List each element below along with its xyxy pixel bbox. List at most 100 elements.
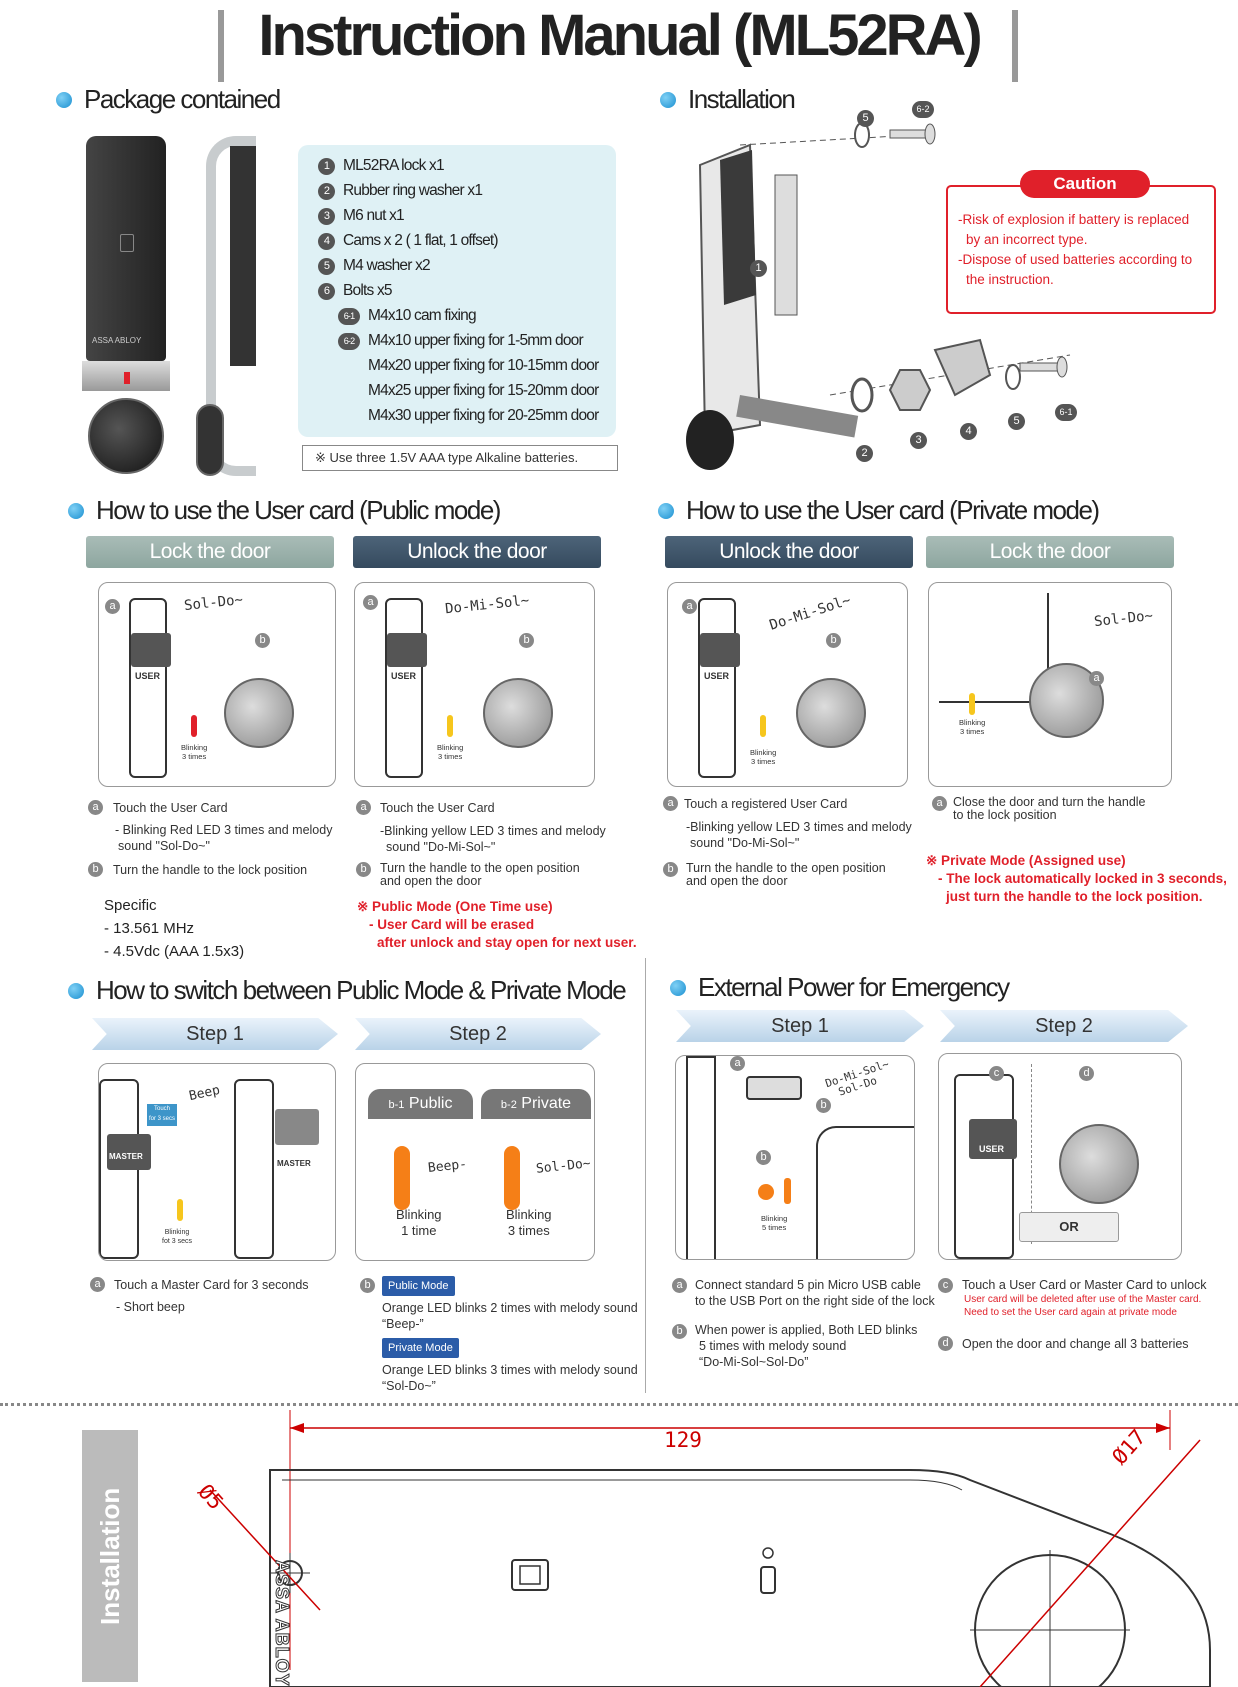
template-brand: ASSA ABLOY xyxy=(272,1560,293,1687)
section-package-label: Package contained xyxy=(84,84,281,114)
caution-line: by an incorrect type. xyxy=(966,232,1088,247)
priv-letter-b: b xyxy=(663,862,678,877)
ext-step2: Step 2 xyxy=(940,1010,1188,1042)
lock-front-image: ASSA ABLOY xyxy=(82,136,170,476)
ext-step2-panel: USER OR c d xyxy=(938,1053,1182,1260)
title-bar-left xyxy=(218,10,224,82)
item-text: ML52RA lock x1 xyxy=(343,157,445,174)
user-card-label: USER xyxy=(135,671,161,681)
package-list: 1 ML52RA lock x1 2 Rubber ring washer x1 3… xyxy=(318,153,599,428)
caution-line: the instruction. xyxy=(966,272,1054,287)
bullet-icon xyxy=(68,502,84,519)
title-bar-right xyxy=(1012,10,1018,82)
switch-step2: Step 2 xyxy=(355,1018,601,1050)
install-label-1: 1 xyxy=(750,260,767,277)
beep-label: Beep xyxy=(187,1082,222,1105)
ext-step-d: Open the door and change all 3 batteries xyxy=(962,1337,1189,1351)
ext-step1: Step 1 xyxy=(676,1010,924,1042)
step-letter-a: a xyxy=(363,595,378,610)
ext-letter-c: c xyxy=(938,1278,953,1293)
step-letter-a: a xyxy=(730,1056,745,1071)
install-label-5a: 5 xyxy=(1008,413,1025,430)
bolt-item: M4x30 upper fixing for 20-25mm door xyxy=(318,403,599,428)
pub-unlock-step-a: Touch the User Card -Blinking yellow LED… xyxy=(380,801,606,854)
install-label-3: 3 xyxy=(910,432,927,449)
bolt-item: M4x25 upper fixing for 15-20mm door xyxy=(318,378,599,403)
melody-label: Sol-Do~ xyxy=(183,591,244,615)
banner-unlock-private: Unlock the door xyxy=(665,536,913,568)
section-external: External Power for Emergency xyxy=(670,972,1010,1003)
bolt-item: M4x20 upper fixing for 10-15mm door xyxy=(318,353,599,378)
bullet-icon xyxy=(660,91,676,108)
pub-lock-step-b: Turn the handle to the lock position xyxy=(113,863,308,877)
banner-lock-private: Lock the door xyxy=(926,536,1174,568)
pub-letter-a: a xyxy=(88,800,103,815)
step-letter-d: d xyxy=(1079,1066,1094,1081)
item-number: 3 xyxy=(318,208,335,225)
item-number: 1 xyxy=(318,158,335,175)
private-mode-pill: Private Mode xyxy=(382,1338,459,1358)
section-switch-label: How to switch between Public Mode & Priv… xyxy=(96,975,627,1005)
priv-letter-a: a xyxy=(663,796,678,811)
switch-letter-a: a xyxy=(90,1277,105,1292)
caution-line: -Dispose of used batteries according to xyxy=(958,252,1193,267)
public-mode-header: b-1 Public mode xyxy=(368,1089,473,1143)
priv-lock-letter-a: a xyxy=(932,796,947,811)
section-switch: How to switch between Public Mode & Priv… xyxy=(68,975,627,1006)
install-label-4: 4 xyxy=(960,423,977,440)
item-text: M4x10 cam fixing xyxy=(368,307,477,324)
melody-label: Sol-Do~ xyxy=(1093,607,1154,631)
bullet-icon xyxy=(56,91,72,108)
user-card-label: USER xyxy=(391,671,417,681)
ext-letter-a: a xyxy=(672,1278,687,1293)
step-letter-a: a xyxy=(682,599,697,614)
master-card-label: MASTER xyxy=(277,1159,311,1168)
install-label-5b: 5 xyxy=(857,110,874,127)
priv-unlock-step-a: Touch a registered User Card -Blinking y… xyxy=(684,797,912,850)
section-installation: Installation xyxy=(660,84,796,115)
lock-side-image xyxy=(196,136,260,476)
item-number: 2 xyxy=(318,183,335,200)
item-text: M4x20 upper fixing for 10-15mm door xyxy=(368,357,599,374)
step-letter-b: b xyxy=(756,1150,771,1165)
package-item: 3 M6 nut x1 xyxy=(318,203,598,228)
dimension-129: 129 xyxy=(664,1428,702,1452)
caution-text: -Risk of explosion if battery is replace… xyxy=(958,210,1192,290)
pub-unlock-letter-b: b xyxy=(356,862,371,877)
installation-diagram xyxy=(686,122,1071,470)
section-public-label: How to use the User card (Public mode) xyxy=(96,495,501,525)
caution-line: -Risk of explosion if battery is replace… xyxy=(958,212,1190,227)
switch-step1: Step 1 xyxy=(92,1018,338,1050)
item-text: M4x30 upper fixing for 20-25mm door xyxy=(368,407,599,424)
item-number: 4 xyxy=(318,233,335,250)
item-number: 5 xyxy=(318,258,335,275)
item-text: Rubber ring washer x1 xyxy=(343,182,483,199)
ext-letter-d: d xyxy=(938,1336,953,1351)
item-text: M6 nut x1 xyxy=(343,207,405,224)
pub-letter-b: b xyxy=(88,862,103,877)
step-letter-b: b xyxy=(255,633,270,648)
cut-line xyxy=(0,1403,1238,1406)
section-public: How to use the User card (Public mode) xyxy=(68,495,501,526)
banner-unlock-public: Unlock the door xyxy=(353,536,601,568)
item-text: M4x25 upper fixing for 15-20mm door xyxy=(368,382,599,399)
switch-step-a: Touch a Master Card for 3 seconds - Shor… xyxy=(114,1278,309,1314)
section-private: How to use the User card (Private mode) xyxy=(658,495,1100,526)
pub-lock-step-a: Touch the User Card - Blinking Red LED 3… xyxy=(113,801,333,853)
package-item: 2 Rubber ring washer x1 xyxy=(318,178,598,203)
